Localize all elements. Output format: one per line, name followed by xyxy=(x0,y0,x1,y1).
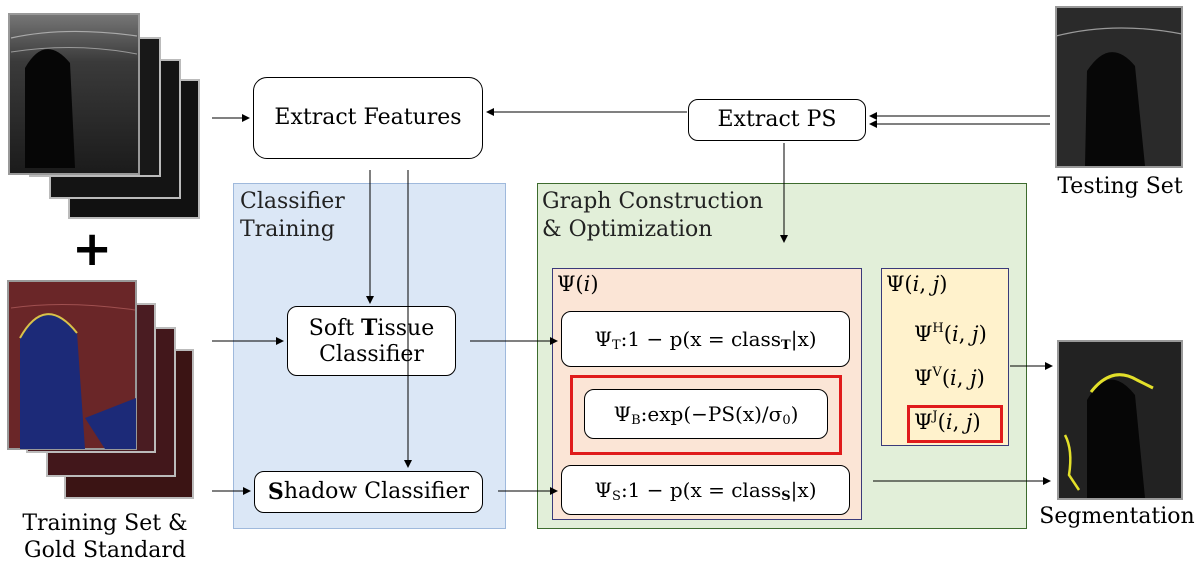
psi-b-highlight xyxy=(570,375,842,455)
classifier-training-label: Classifier Training xyxy=(240,188,345,244)
pairwise-potential-title: Ψ(i, j) xyxy=(886,272,948,296)
psi-j-term: ΨJ(i, j) xyxy=(914,409,981,434)
classifier-training-line-1: Classifier xyxy=(240,189,345,214)
graph-construction-line-1: Graph Construction xyxy=(542,189,764,214)
ultrasound-gold-standard-stack xyxy=(7,280,194,499)
graph-construction-line-2: & Optimization xyxy=(542,217,713,242)
testing-set-caption: Testing Set xyxy=(1057,174,1183,199)
extract-features-box: Extract Features xyxy=(253,77,483,159)
soft-tissue-classifier-box: Soft Tissue Classifier xyxy=(287,306,456,376)
training-set-caption: Training Set & Gold Standard xyxy=(0,510,210,564)
pairwise-potential-region xyxy=(881,268,1009,446)
graph-construction-label: Graph Construction & Optimization xyxy=(542,188,763,244)
psi-j-highlight xyxy=(907,405,1003,443)
soft-tissue-line-2: Classifier xyxy=(319,341,424,367)
training-caption-line-1: Training Set & xyxy=(22,511,188,536)
extract-ps-box: Extract PS xyxy=(688,99,866,141)
plus-sign: + xyxy=(72,221,113,277)
ultrasound-testing-image xyxy=(1055,6,1183,168)
ultrasound-segmentation-image xyxy=(1057,340,1183,500)
psi-v-term: ΨV(i, j) xyxy=(914,365,985,390)
ultrasound-training-stack xyxy=(8,13,200,219)
soft-tissue-line-1: Soft Tissue xyxy=(308,314,435,341)
classifier-training-line-2: Training xyxy=(240,217,335,242)
psi-h-term: ΨH(i, j) xyxy=(914,321,987,346)
training-caption-line-2: Gold Standard xyxy=(24,538,186,563)
unary-potential-title: Ψ(i) xyxy=(557,272,599,296)
segmentation-caption: Segmentation xyxy=(1039,504,1195,529)
